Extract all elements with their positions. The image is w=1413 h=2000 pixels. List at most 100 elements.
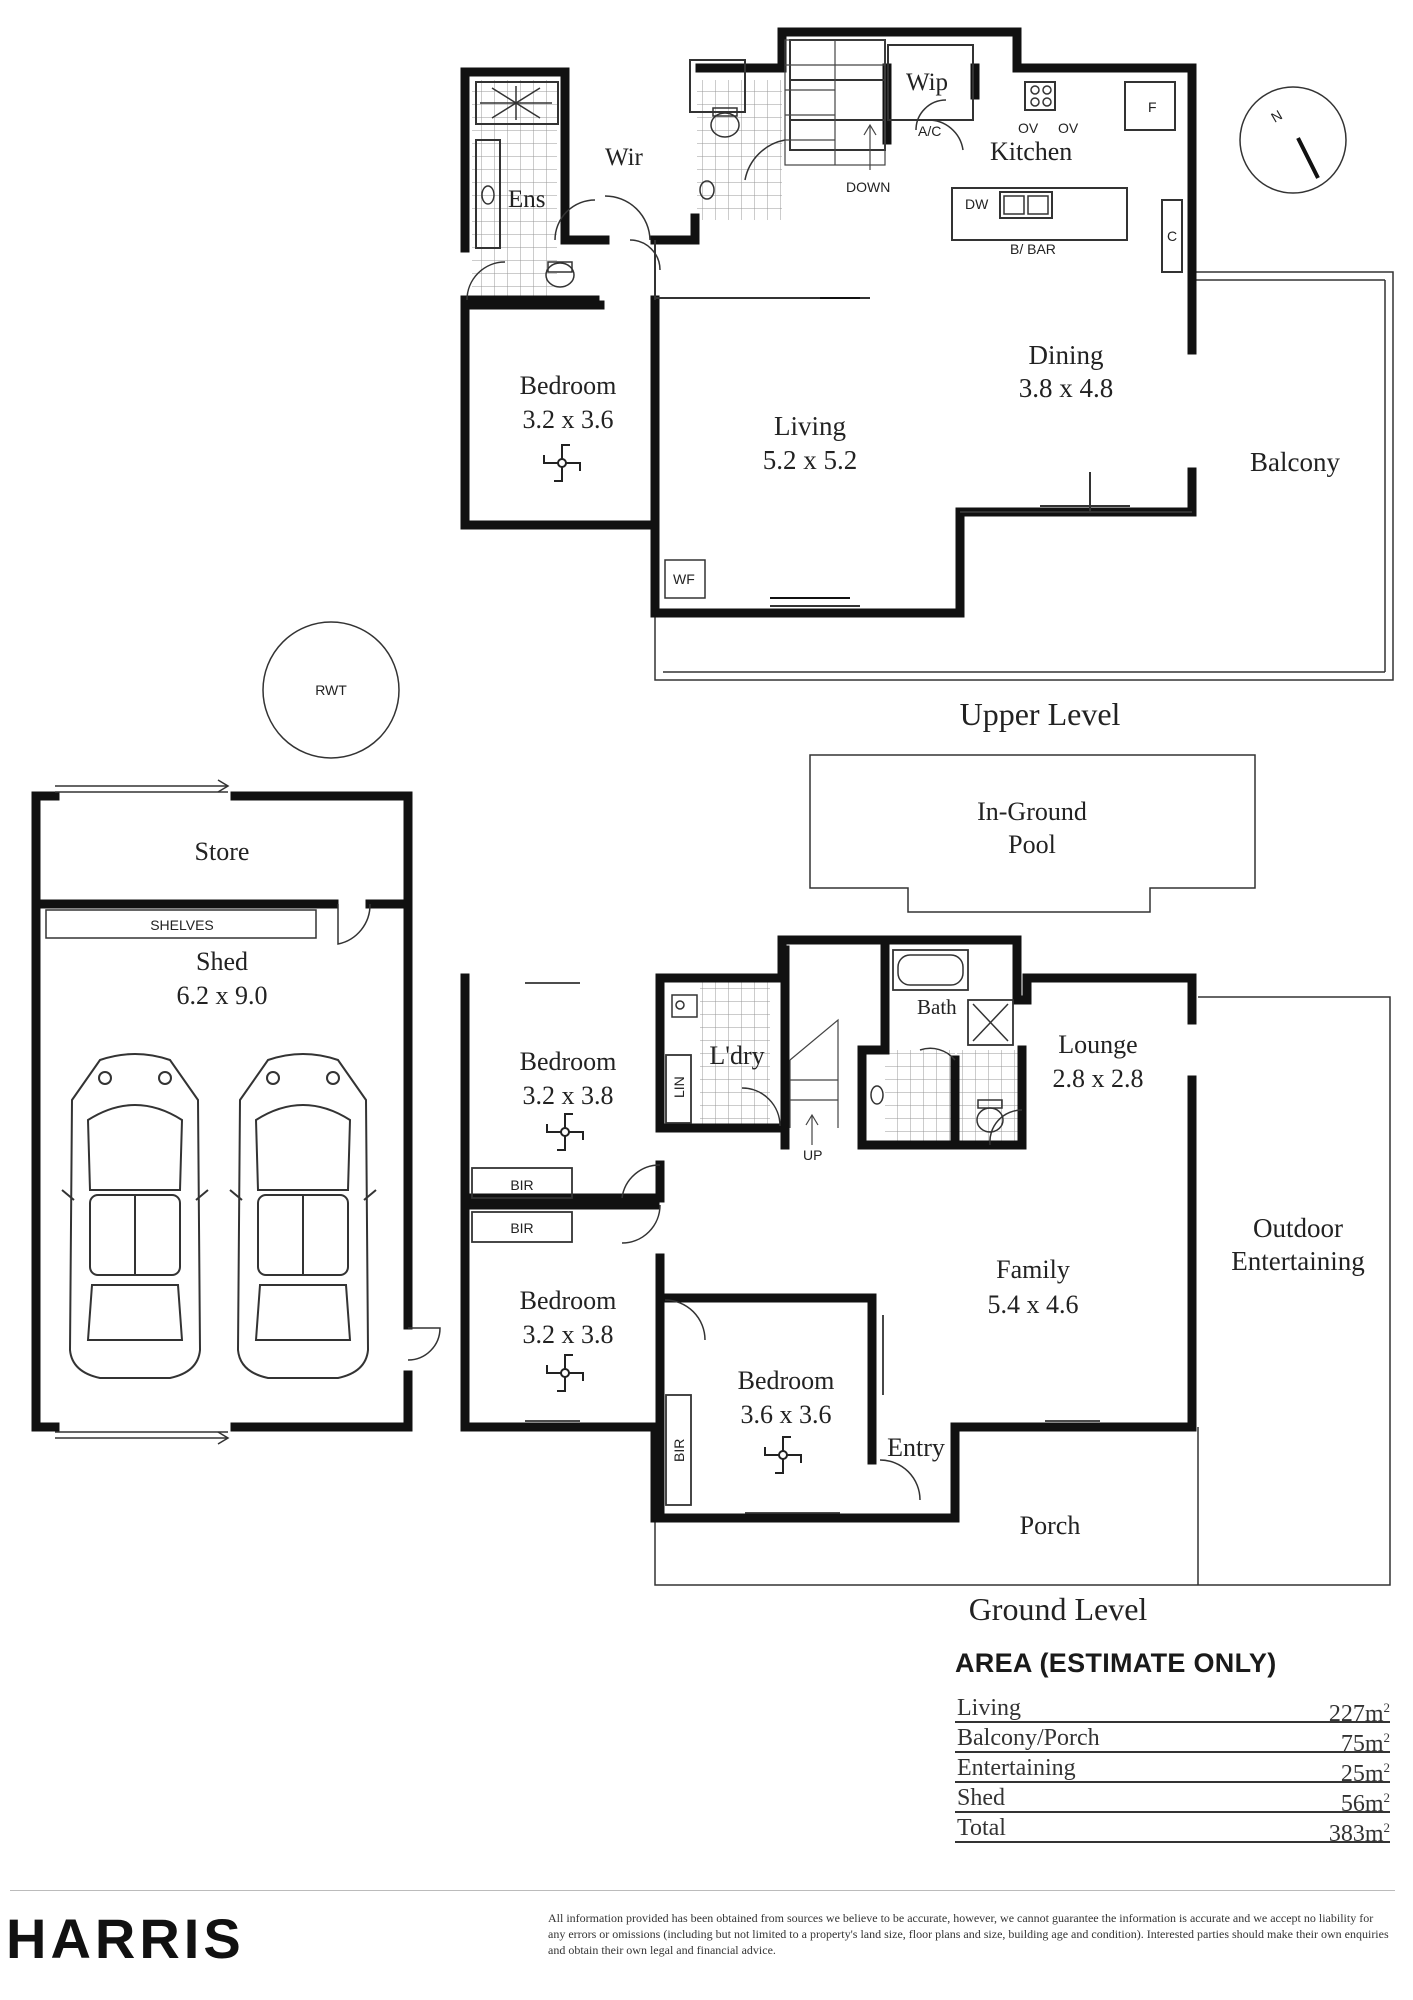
car-icon: [61, 1053, 209, 1379]
area-row-label: Total: [957, 1815, 1006, 1841]
lounge-dim: 2.8 x 2.8: [1053, 1064, 1144, 1093]
ground-fixtures: [671, 954, 1009, 1133]
north-compass-icon: N: [1239, 86, 1347, 194]
dining-dim: 3.8 x 4.8: [1019, 373, 1114, 403]
fridge-label: F: [1148, 99, 1157, 115]
down-label: DOWN: [846, 179, 890, 195]
ground-stairs: [789, 1018, 839, 1145]
area-value-unit-sup: 2: [1383, 1700, 1391, 1715]
area-row-value: 75m2: [1341, 1725, 1391, 1757]
ground-doors: [621, 1047, 1023, 1501]
bed3-dim: 3.6 x 3.6: [741, 1400, 832, 1429]
area-value-unit-sup: 2: [1383, 1820, 1391, 1835]
rainwater-tank: RWT: [262, 621, 400, 759]
ens-label: Ens: [508, 186, 546, 213]
area-row-label: Balcony/Porch: [957, 1725, 1100, 1751]
bir1-label: BIR: [510, 1177, 533, 1193]
bed2-fan-icon: [546, 1354, 584, 1392]
area-row-value: 25m2: [1341, 1755, 1391, 1787]
bbar-label: B/ BAR: [1010, 241, 1056, 257]
area-value-text: 75m: [1340, 1731, 1384, 1757]
porch-label: Porch: [1020, 1511, 1081, 1540]
bir2-label: BIR: [510, 1220, 533, 1236]
in-ground-pool: In-Ground Pool: [809, 754, 1256, 913]
area-value-text: 25m: [1340, 1761, 1384, 1787]
area-row: Entertaining 25m2: [955, 1753, 1391, 1787]
up-label: UP: [803, 1147, 822, 1163]
living-label: Living: [774, 411, 846, 441]
area-row-value: 383m2: [1329, 1815, 1391, 1847]
area-row-label: Living: [957, 1695, 1021, 1721]
bathroom-tiles: [885, 1050, 955, 1145]
living-dim: 5.2 x 5.2: [763, 445, 858, 475]
area-row-label: Shed: [957, 1785, 1005, 1811]
upper-level-title: Upper Level: [960, 696, 1121, 732]
upper-fixtures: [480, 85, 1052, 599]
ground-bed2-label: Bedroom: [520, 1286, 617, 1315]
upper-bedroom-label: Bedroom: [520, 371, 617, 400]
area-row: Living 227m2: [955, 1693, 1391, 1727]
cupboard-label: C: [1167, 228, 1177, 244]
area-title: AREA (ESTIMATE ONLY): [955, 1648, 1277, 1678]
bath-label: Bath: [917, 995, 957, 1019]
area-row-label: Entertaining: [957, 1755, 1076, 1781]
upper-bedroom-dim: 3.2 x 3.6: [523, 405, 614, 434]
upper-level-plan: DOWN Wip A/C Wir Ens OV OV F Kitchen DW …: [460, 27, 1394, 732]
disclaimer-text: All information provided has been obtain…: [548, 1911, 1389, 1957]
area-row-value: 56m2: [1341, 1785, 1391, 1817]
upper-bedroom-fan-icon: [543, 444, 581, 482]
car-icon: [229, 1053, 377, 1379]
svg-text:In-Ground: In-Ground: [977, 797, 1087, 826]
family-label: Family: [996, 1255, 1070, 1284]
area-row-value: 227m2: [1329, 1695, 1391, 1727]
area-row: Balcony/Porch 75m2: [955, 1723, 1391, 1757]
area-value-unit-sup: 2: [1383, 1760, 1391, 1775]
bed3-fan-icon: [764, 1436, 802, 1474]
wf-label: WF: [673, 571, 695, 587]
lin-label: LIN: [671, 1076, 687, 1098]
dw-label: DW: [965, 196, 989, 212]
wir-label: Wir: [605, 144, 644, 171]
upper-stairs: [784, 39, 886, 170]
shed-dim: 6.2 x 9.0: [177, 981, 268, 1010]
area-value-text: 56m: [1340, 1791, 1384, 1817]
ldry-label: L'dry: [709, 1041, 764, 1070]
area-value-unit-sup: 2: [1383, 1790, 1391, 1805]
wip-label: Wip: [906, 69, 948, 96]
ground-level-plan: Bedroom 3.2 x 3.8 BIR BIR Bedroom 3.2 x …: [460, 935, 1391, 1627]
upper-walls: [460, 27, 1197, 618]
shelves-label: SHELVES: [150, 917, 214, 933]
entry-label: Entry: [887, 1433, 945, 1462]
ground-bed1-label: Bedroom: [520, 1047, 617, 1076]
ground-level-title: Ground Level: [969, 1591, 1148, 1627]
upper-doors: [466, 99, 964, 301]
area-value-unit-sup: 2: [1383, 1730, 1391, 1745]
area-value-text: 227m: [1328, 1701, 1384, 1727]
upper-windows: [520, 297, 860, 599]
outdoor-outline: [654, 996, 1391, 1586]
shed-label: Shed: [196, 947, 248, 976]
ov2-label: OV: [1058, 120, 1079, 136]
area-row: Shed 56m2: [955, 1783, 1391, 1817]
svg-text:RWT: RWT: [315, 682, 347, 698]
footer-divider: [10, 1890, 1395, 1891]
ground-bed2-dim: 3.2 x 3.8: [523, 1320, 614, 1349]
area-value-text: 383m: [1328, 1821, 1384, 1847]
wc-tiles-ground: [957, 1050, 1022, 1145]
area-row: Total 383m2: [955, 1813, 1391, 1847]
svg-text:N: N: [1268, 107, 1285, 126]
bed1-fan-icon: [546, 1113, 584, 1151]
brand-logo: HARRIS: [6, 1907, 245, 1970]
kitchen-label: Kitchen: [990, 137, 1072, 166]
ground-bed1-dim: 3.2 x 3.8: [523, 1081, 614, 1110]
ground-thin-walls: [471, 949, 1100, 1514]
ground-walls: [460, 935, 1197, 1523]
laundry-tiles: [700, 978, 770, 1128]
lounge-label: Lounge: [1058, 1030, 1137, 1059]
outdoor-label-1: Outdoor: [1253, 1213, 1343, 1243]
ac-label: A/C: [918, 123, 941, 139]
store-label: Store: [195, 837, 250, 866]
bed3-label: Bedroom: [738, 1366, 835, 1395]
